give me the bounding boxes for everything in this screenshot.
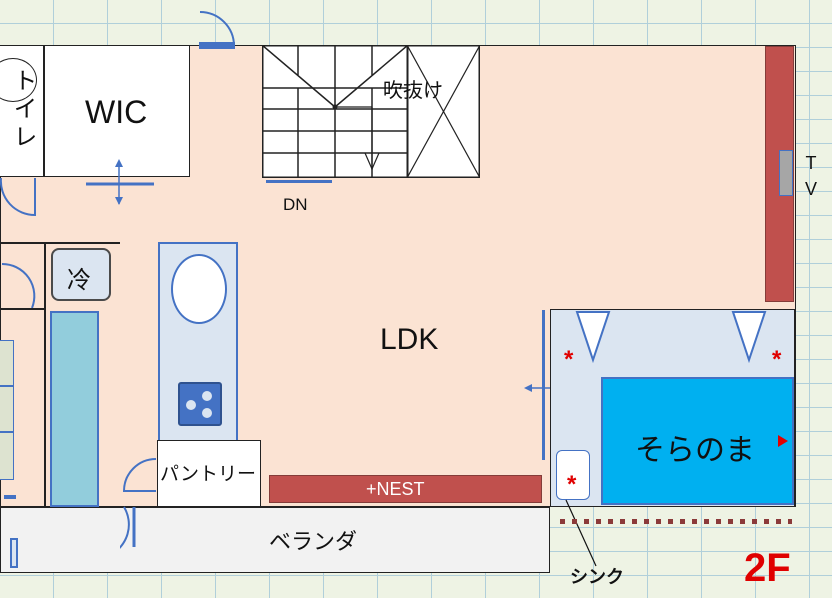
back-counter [50,311,99,507]
small-sink: * [556,450,590,500]
fridge: 冷 [51,248,111,301]
wic-sliding-door [86,159,154,205]
toilet-label: トイレ [9,68,36,152]
wic-room: WIC [44,45,190,177]
toilet-room: トイレ [0,45,44,177]
stair-dn-line [266,180,332,183]
top-door [199,11,235,49]
tv-label: TV [801,153,821,205]
nest-label: +NEST [366,479,425,499]
sink-leader-line [565,499,597,567]
nest-bench: +NEST [269,475,542,503]
floor-label: 2F [744,546,791,590]
soranoma-label: そらのま [635,434,755,467]
marker-asterisk-3: * [567,471,577,498]
balcony-dotted-line [560,519,792,524]
tv-screen [779,150,793,196]
staircase [262,45,408,178]
pantry-label: パントリー [160,464,256,485]
toilet-door [0,177,36,217]
wic-label: WIC [85,94,148,130]
left-divider [44,242,46,507]
island-sink [171,254,227,324]
soranoma-room: そらのま [601,377,794,505]
kitchen-island [158,242,238,442]
soranoma-partition [542,310,545,460]
fukinuke-label: 吹抜け [383,80,443,102]
fridge-label: 冷 [67,267,91,294]
marker-asterisk-2: * [772,346,782,373]
pantry-door [120,458,157,549]
soranoma-pointer [778,435,788,447]
veranda: ベランダ [0,507,550,573]
stair-dn-label: DN [283,195,308,214]
island-stove [178,382,222,426]
pantry-room: パントリー [157,440,261,507]
left-room-line [0,308,44,310]
pendant-light-right [731,311,767,364]
left-door [1,262,36,309]
left-wall-line [0,242,120,244]
ldk-label: LDK [380,323,439,356]
fukinuke-void [407,45,480,178]
veranda-label: ベランダ [269,529,358,554]
shelf-bracket [4,495,16,499]
marker-asterisk-1: * [564,346,574,373]
pendant-light-left [575,311,611,364]
shoe-shelf [0,340,14,480]
veranda-window [10,538,18,568]
sink-label: シンク [570,567,624,587]
